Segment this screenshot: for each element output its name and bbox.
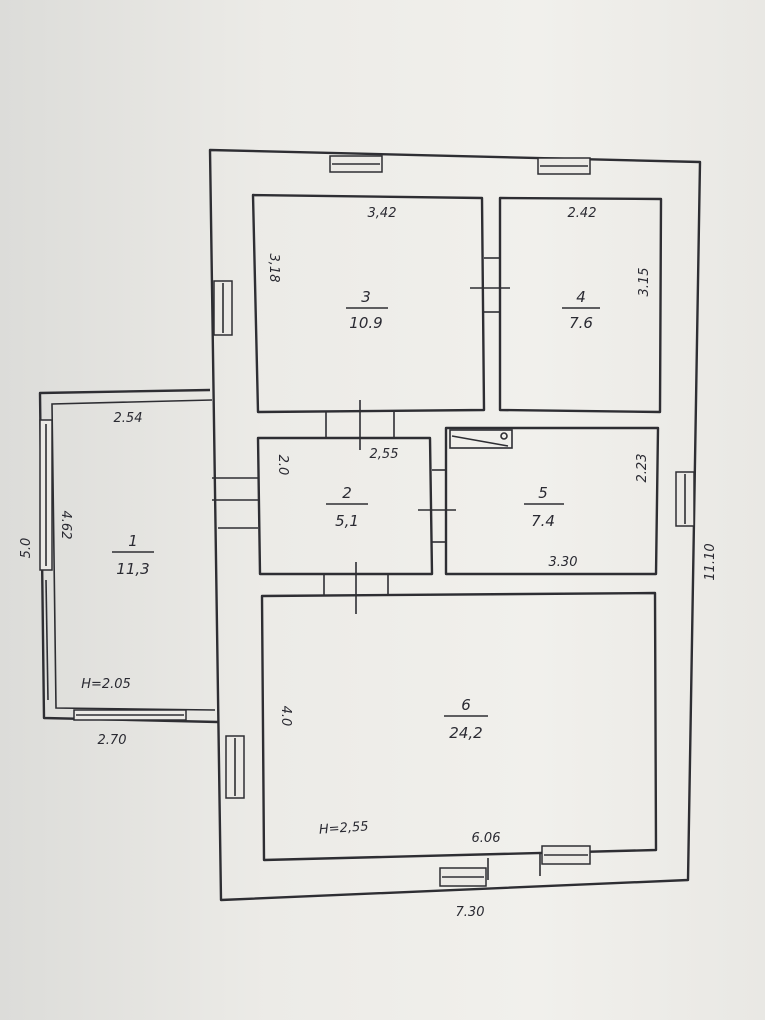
veranda-outer-length-dim: 5.0 <box>19 538 34 559</box>
overall-length-dim: 11.10 <box>703 543 718 580</box>
room-1-height: H=2.05 <box>81 677 131 692</box>
room-4-area: 7.6 <box>569 314 593 332</box>
room-1-inner-width-dim: 2.54 <box>114 411 143 426</box>
door-room-6-bottom <box>487 852 541 880</box>
room-6-width-dim: 6.06 <box>472 831 501 846</box>
room-5-walls <box>444 426 660 576</box>
overall-width-dim: 7.30 <box>456 905 485 920</box>
room-6-height: H=2,55 <box>318 819 369 837</box>
room-3-label: 3 10.9 <box>346 288 388 332</box>
door-room-2-to-room-6 <box>323 562 389 614</box>
room-3-walls <box>251 193 486 414</box>
house-outer-wall <box>208 148 702 902</box>
door-room-2-to-room-3 <box>325 400 395 450</box>
door-room-2-to-room-5 <box>418 469 456 543</box>
room-4-number: 4 <box>576 288 586 306</box>
room-6-number: 6 <box>461 696 471 714</box>
veranda-inner-wall <box>51 399 216 711</box>
room-1-outer-width-dim: 2.70 <box>98 733 127 748</box>
room-5-label: 5 7.4 <box>524 484 564 530</box>
room-2-number: 2 <box>342 484 352 502</box>
room-6-length-dim: 4.0 <box>278 706 293 727</box>
room-2-walls <box>256 436 434 576</box>
door-veranda-to-room-2 <box>212 477 258 529</box>
room-2-area: 5,1 <box>335 512 359 530</box>
veranda-outer-wall <box>38 388 219 724</box>
room-5-area: 7.4 <box>531 512 555 530</box>
room-3-area: 10.9 <box>349 314 382 332</box>
room-1-number: 1 <box>128 532 138 550</box>
room-2-label: 2 5,1 <box>326 484 368 530</box>
room-2-length-dim: 2.0 <box>275 455 290 476</box>
room-2-width-dim: 2,55 <box>370 447 399 462</box>
room-4-walls <box>498 196 663 414</box>
room-3-number: 3 <box>361 288 371 306</box>
room-1-length-dim: 4.62 <box>58 511 73 540</box>
room-4-width-dim: 2.42 <box>568 206 597 221</box>
room-3-length-dim: 3,18 <box>266 254 281 283</box>
stove-fixture <box>449 429 513 449</box>
room-5-number: 5 <box>538 484 548 502</box>
room-4-label: 4 7.6 <box>562 288 600 332</box>
room-5-length-dim: 2.23 <box>635 454 650 483</box>
door-room-3-to-room-4 <box>470 257 510 313</box>
room-6-label: 6 24,2 <box>444 696 488 742</box>
room-6-walls <box>260 591 658 862</box>
room-3-width-dim: 3,42 <box>368 206 397 221</box>
room-1-label: 1 11,3 <box>112 532 154 578</box>
room-5-width-dim: 3.30 <box>549 555 578 570</box>
room-6-area: 24,2 <box>449 724 482 742</box>
room-1-area: 11,3 <box>116 560 149 578</box>
room-4-length-dim: 3.15 <box>637 268 652 297</box>
